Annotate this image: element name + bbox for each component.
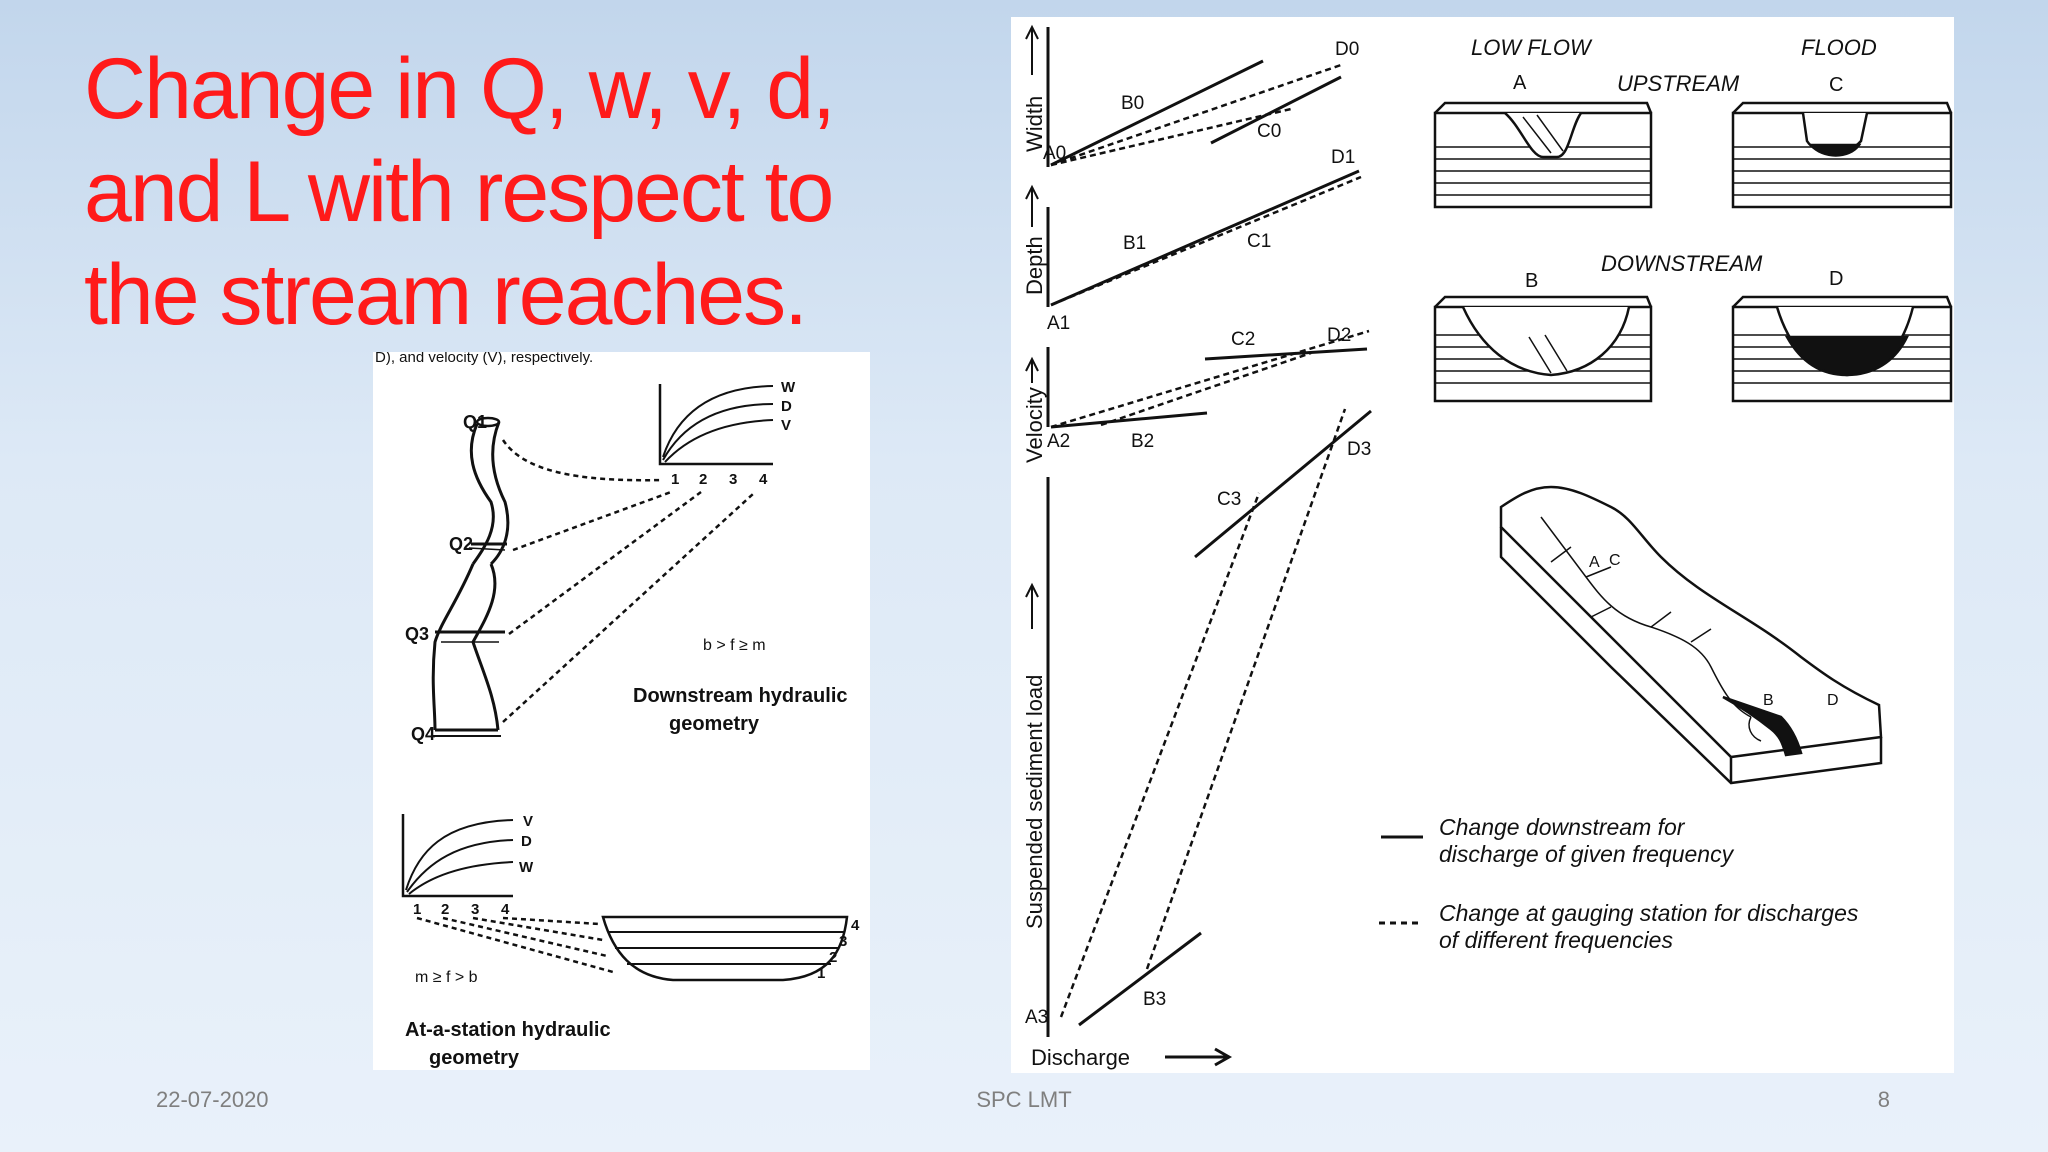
stream-reach-figure: Width Depth Velocity Suspended sediment … xyxy=(1011,17,1954,1073)
point-b0: B0 xyxy=(1121,93,1144,114)
top-tick-4: 4 xyxy=(759,471,768,488)
bottom-curve-v: V xyxy=(523,813,533,830)
top-curve-d: D xyxy=(781,398,792,415)
title-line-3: the stream reaches. xyxy=(84,247,808,343)
upstream-heading: UPSTREAM xyxy=(1617,71,1740,96)
point-c2: C2 xyxy=(1231,329,1255,350)
footer-center-text: SPC LMT xyxy=(976,1087,1072,1112)
legend-dashed-line-1: Change at gauging station for discharges xyxy=(1439,900,1859,926)
bottom-tick-1: 1 xyxy=(413,901,421,918)
station-relation: m ≥ f > b xyxy=(415,969,478,986)
top-tick-3: 3 xyxy=(729,471,737,488)
block-label-a: A xyxy=(1513,72,1527,94)
sediment-axis-label: Suspended sediment load xyxy=(1022,675,1047,929)
point-c3: C3 xyxy=(1217,489,1241,510)
block-upstream-flood xyxy=(1731,101,1953,209)
section-level-1: 1 xyxy=(817,965,825,982)
legend-solid-line-2: discharge of given frequency xyxy=(1439,841,1735,867)
width-axis-label: Width xyxy=(1022,96,1047,152)
point-d0: D0 xyxy=(1335,39,1359,60)
downstream-graph xyxy=(658,384,774,466)
point-d1: D1 xyxy=(1331,147,1355,168)
downstream-caption-2: geometry xyxy=(669,713,760,735)
hydraulic-geometry-figure: D), and velocity (V), respectively. Q1 Q… xyxy=(373,352,870,1070)
point-c0: C0 xyxy=(1257,121,1281,142)
slide-title: Change in Q, w, v, d, and L with respect… xyxy=(84,38,904,347)
q3-label: Q3 xyxy=(405,624,429,644)
downstream-leader-lines xyxy=(501,439,754,723)
bottom-curve-d: D xyxy=(521,833,532,850)
point-d2: D2 xyxy=(1327,325,1351,346)
point-a3: A3 xyxy=(1025,1007,1048,1028)
downstream-relation: b > f ≥ m xyxy=(703,637,766,654)
point-a1: A1 xyxy=(1047,313,1070,334)
stream-reach-diagram: Width Depth Velocity Suspended sediment … xyxy=(1022,24,1953,1070)
station-caption-2: geometry xyxy=(429,1047,520,1069)
downstream-heading: DOWNSTREAM xyxy=(1601,251,1763,276)
channel-cross-section xyxy=(601,915,849,982)
sediment-relations xyxy=(1059,408,1372,1027)
section-level-2: 2 xyxy=(829,949,837,966)
legend-dashed-line-2: of different frequencies xyxy=(1439,927,1673,953)
footer-page-number: 8 xyxy=(1877,1087,1890,1112)
landscape-label-c: C xyxy=(1609,552,1621,569)
stacked-axes xyxy=(1025,24,1233,1067)
river-channel xyxy=(431,416,510,737)
block-upstream-low-flow xyxy=(1433,101,1653,209)
point-b1: B1 xyxy=(1123,233,1146,254)
block-label-c: C xyxy=(1829,74,1843,96)
landscape-label-a: A xyxy=(1589,554,1600,571)
downstream-caption-1: Downstream hydraulic xyxy=(633,685,848,707)
hydraulic-geometry-diagram: D), and velocity (V), respectively. Q1 Q… xyxy=(375,352,860,1069)
low-flow-heading: LOW FLOW xyxy=(1471,35,1593,60)
velocity-relations xyxy=(1050,329,1370,429)
station-leader-lines xyxy=(416,916,614,974)
station-graph xyxy=(401,814,514,898)
point-b2: B2 xyxy=(1131,431,1154,452)
discharge-axis-label: Discharge xyxy=(1031,1045,1130,1070)
landscape-label-d: D xyxy=(1827,692,1839,709)
title-line-2: and L with respect to xyxy=(84,144,834,240)
velocity-axis-label: Velocity xyxy=(1022,387,1047,463)
block-downstream-flood xyxy=(1731,295,1953,403)
q1-label: Q1 xyxy=(463,412,487,432)
top-curve-w: W xyxy=(781,379,796,396)
point-d3: D3 xyxy=(1347,439,1371,460)
landscape-label-b: B xyxy=(1763,692,1774,709)
station-caption-1: At-a-station hydraulic xyxy=(405,1019,611,1041)
drainage-basin-block xyxy=(1499,485,1883,785)
footer-date: 22-07-2020 xyxy=(156,1087,269,1112)
point-a2: A2 xyxy=(1047,431,1070,452)
legend xyxy=(1379,835,1423,925)
depth-relations xyxy=(1050,169,1362,307)
q2-label: Q2 xyxy=(449,534,473,554)
point-b3: B3 xyxy=(1143,989,1166,1010)
q4-label: Q4 xyxy=(411,724,435,744)
section-level-4: 4 xyxy=(851,917,860,934)
top-tick-2: 2 xyxy=(699,471,707,488)
top-curve-v: V xyxy=(781,417,791,434)
point-c1: C1 xyxy=(1247,231,1271,252)
point-a0: A0 xyxy=(1043,143,1066,164)
title-line-1: Change in Q, w, v, d, xyxy=(84,41,836,137)
bottom-tick-3: 3 xyxy=(471,901,479,918)
width-relations xyxy=(1050,59,1342,167)
bottom-tick-2: 2 xyxy=(441,901,449,918)
block-label-b: B xyxy=(1525,270,1538,292)
legend-solid-line-1: Change downstream for xyxy=(1439,814,1686,840)
depth-axis-label: Depth xyxy=(1022,236,1047,295)
bottom-tick-4: 4 xyxy=(501,901,510,918)
section-level-3: 3 xyxy=(839,933,847,950)
flood-heading: FLOOD xyxy=(1801,35,1877,60)
top-tick-1: 1 xyxy=(671,471,679,488)
block-label-d: D xyxy=(1829,268,1843,290)
block-downstream-low-flow xyxy=(1433,295,1653,403)
bottom-curve-w: W xyxy=(519,859,534,876)
cropped-caption: D), and velocity (V), respectively. xyxy=(375,352,593,366)
